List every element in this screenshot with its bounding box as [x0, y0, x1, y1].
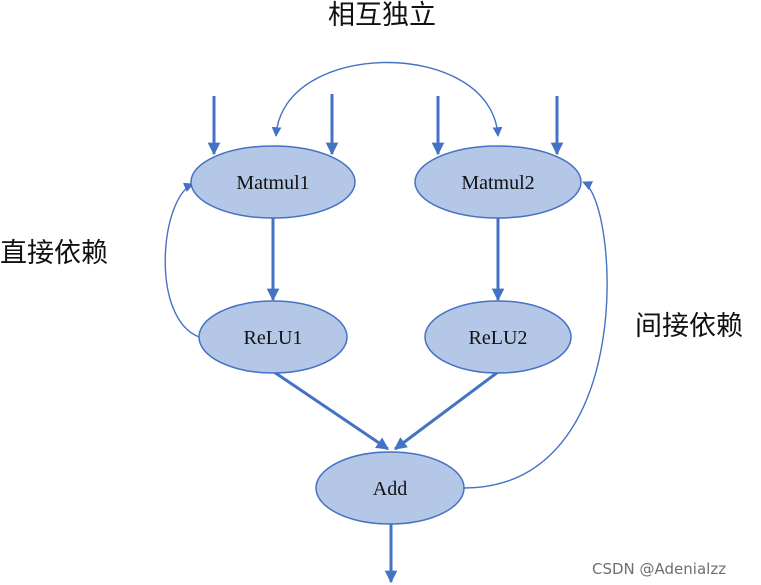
- node-relu2-label: ReLU2: [469, 327, 528, 349]
- node-relu2: ReLU2: [424, 300, 572, 374]
- edge-relu2-add: [393, 370, 499, 451]
- independent-label: 相互独立: [328, 0, 436, 31]
- node-matmul1: Matmul1: [190, 145, 356, 219]
- node-add: Add: [315, 451, 465, 525]
- node-add-label: Add: [373, 478, 407, 500]
- edge-relu1-add: [273, 370, 390, 451]
- indirect-dependency-label: 间接依赖: [635, 311, 743, 342]
- direct-dependency-edge: [164, 182, 200, 338]
- watermark: CSDN @Adenialzz: [592, 560, 727, 578]
- direct-dependency-label: 直接依赖: [0, 238, 108, 269]
- indirect-dependency-edge: [463, 181, 608, 489]
- node-matmul1-label: Matmul1: [236, 172, 309, 194]
- node-matmul2-label: Matmul2: [461, 172, 534, 194]
- node-relu1: ReLU1: [198, 300, 348, 374]
- node-matmul2: Matmul2: [414, 145, 582, 219]
- node-relu1-label: ReLU1: [244, 327, 303, 349]
- independence-arc: [271, 61, 503, 137]
